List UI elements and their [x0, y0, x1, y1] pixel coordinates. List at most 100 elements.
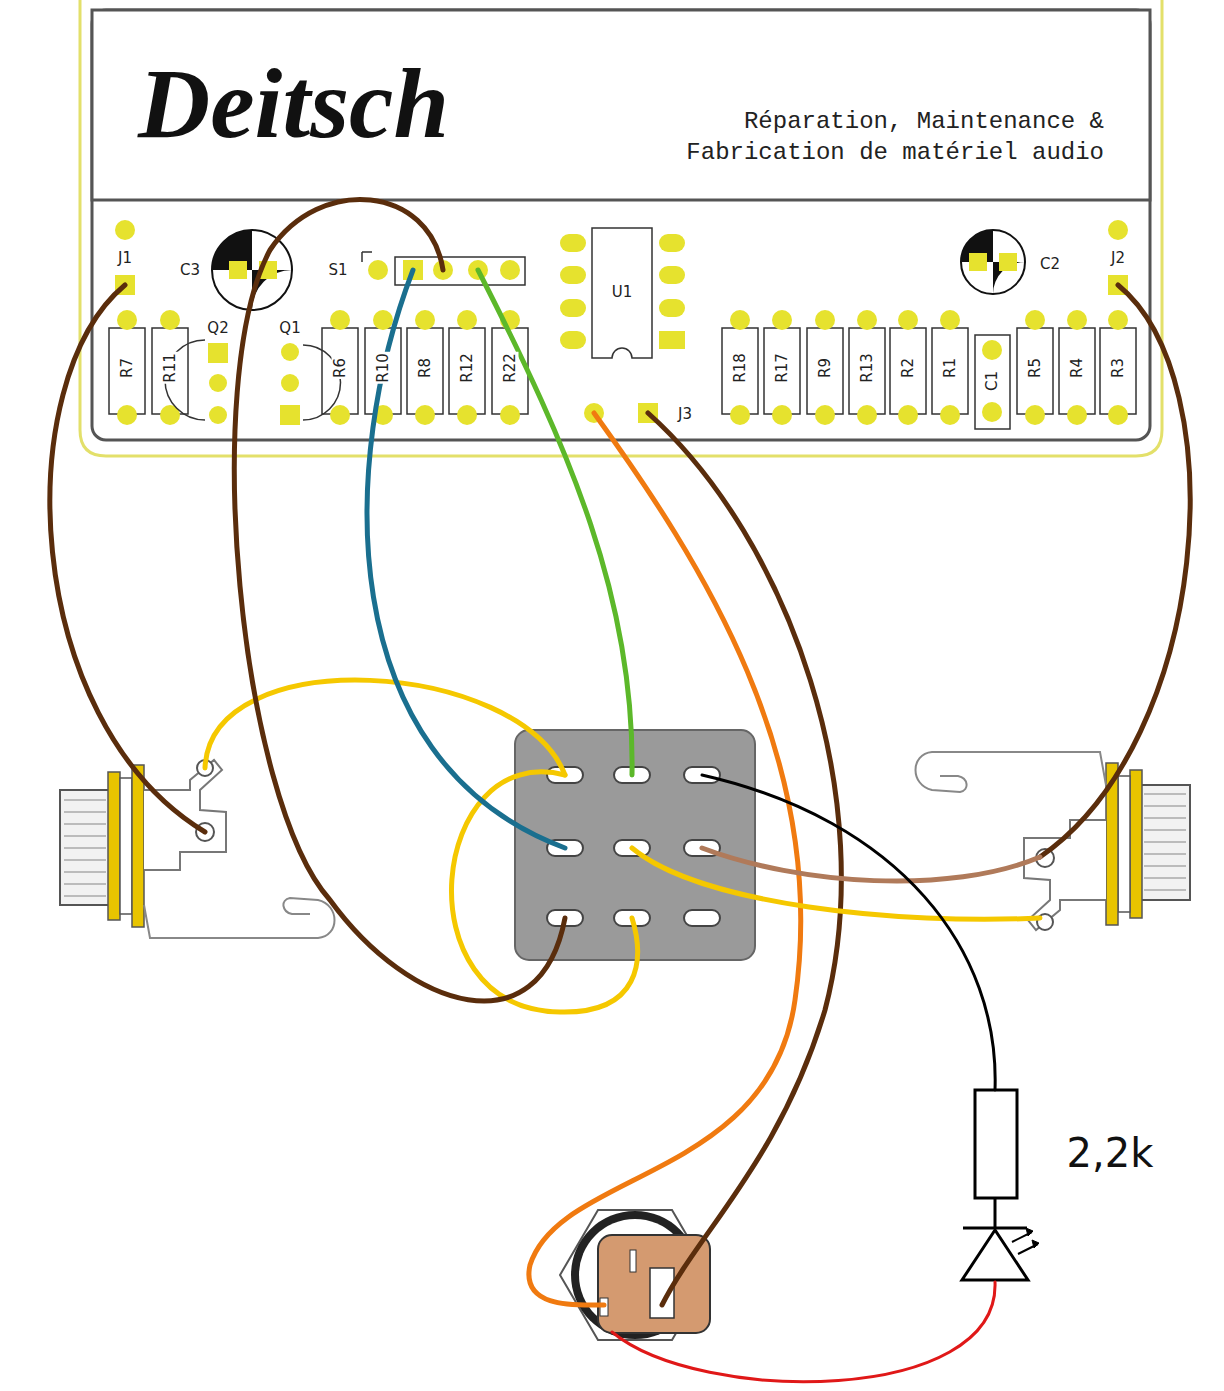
solder-pads [160, 310, 180, 330]
output-jack [916, 752, 1191, 930]
dc-jack [598, 1235, 710, 1333]
solder-pads [560, 234, 586, 252]
resistor-footprints [407, 328, 443, 414]
solder-pads [560, 331, 586, 349]
solder-pads [415, 310, 435, 330]
component-ref: R4 [1069, 357, 1086, 379]
resistor-footprints [975, 335, 1010, 429]
solder-pads [940, 310, 960, 330]
component-ref: S1 [327, 262, 348, 279]
output-jack [916, 752, 1191, 930]
pcb-board [80, 0, 1162, 456]
input-jack [108, 772, 120, 920]
pcb-board [92, 10, 1150, 440]
solder-pads [560, 266, 586, 284]
electrolytic-capacitors [961, 230, 1025, 294]
solder-pads [1108, 220, 1128, 240]
component-ref: R8 [417, 357, 434, 379]
component-ref: C3 [179, 262, 201, 279]
led-resistor-symbols [994, 1198, 997, 1228]
solder-pads [1108, 310, 1128, 330]
component-ref: R7 [119, 357, 136, 379]
solder-pads [659, 266, 685, 284]
component-ref: R12 [459, 352, 476, 384]
solder-pads [898, 405, 918, 425]
solder-pads [982, 340, 1002, 360]
component-ref: R18 [732, 352, 749, 384]
resistor-footprints [152, 328, 188, 414]
electrolytic-capacitors [212, 230, 1025, 310]
pcb-board [92, 10, 1150, 200]
input-jack [60, 790, 110, 905]
component-ref: R3 [1110, 357, 1127, 379]
wires [234, 199, 565, 1001]
solder-pads [1025, 310, 1045, 330]
dc-jack [630, 1250, 636, 1272]
solder-pads [415, 405, 435, 425]
brand-logo: Deitsch [138, 54, 449, 154]
solder-pads [857, 310, 877, 330]
resistor-footprints [322, 328, 358, 414]
resistor-footprints [932, 328, 968, 414]
input-jack [120, 778, 132, 914]
solder-pads [115, 220, 135, 240]
wires [367, 270, 565, 848]
wires [1040, 285, 1190, 857]
solder-pads [659, 331, 685, 349]
solder-pads [815, 310, 835, 330]
solder-pads [1108, 405, 1128, 425]
solder-pads [898, 310, 918, 330]
led-resistor-symbols [975, 1090, 1017, 1198]
dc-jack [560, 1210, 710, 1340]
wires [702, 775, 995, 1090]
solder-pads [659, 299, 685, 317]
component-ref: Q1 [278, 320, 301, 337]
component-ref: R2 [900, 357, 917, 379]
component-ref: C1 [984, 370, 1001, 392]
tagline: Réparation, Maintenance & Fabrication de… [659, 106, 1104, 168]
resistor-footprints [109, 328, 1136, 429]
component-ref: R22 [502, 352, 519, 384]
input-jack [60, 760, 335, 938]
resistor-footprints [109, 328, 145, 414]
component-ref: Q2 [206, 320, 229, 337]
component-ref: R10 [375, 352, 392, 384]
component-ref: R1 [942, 357, 959, 379]
solder-pads [1067, 310, 1087, 330]
wires [478, 270, 632, 775]
resistor-footprints [365, 328, 401, 414]
solder-pads [330, 310, 350, 330]
resistor-footprints [1017, 328, 1053, 414]
resistor-footprints [722, 328, 758, 414]
solder-pads [772, 405, 792, 425]
solder-pads [772, 310, 792, 330]
wires [702, 848, 1040, 881]
led-resistor-symbols [1026, 1228, 1039, 1248]
component-ref: J1 [117, 250, 133, 267]
resistor-footprints [449, 328, 485, 414]
resistor-footprints [764, 328, 800, 414]
solder-pads [659, 234, 685, 252]
solder-pads [330, 405, 350, 425]
electrolytic-capacitors [229, 261, 247, 279]
component-ref: R6 [332, 357, 349, 379]
solder-pads [117, 405, 137, 425]
wires [529, 413, 801, 1305]
resistor-footprints [849, 328, 885, 414]
wires [632, 848, 1040, 919]
solder-pads [208, 343, 228, 363]
solder-pads [280, 405, 300, 425]
component-outlines [592, 228, 652, 358]
solder-pads [1025, 405, 1045, 425]
solder-pads [560, 299, 586, 317]
solder-pads [730, 310, 750, 330]
led-resistor-symbols [962, 1230, 1028, 1280]
input-jack [132, 765, 144, 927]
component-ref: R9 [817, 357, 834, 379]
pcb-header: DeitschRéparation, Maintenance & Fabrica… [92, 12, 1150, 198]
led-resistor-symbols [962, 1090, 1039, 1280]
resistor-footprints [890, 328, 926, 414]
resistor-value: 2,2k [1066, 1131, 1155, 1175]
wires [612, 1282, 995, 1382]
solder-pads [730, 405, 750, 425]
